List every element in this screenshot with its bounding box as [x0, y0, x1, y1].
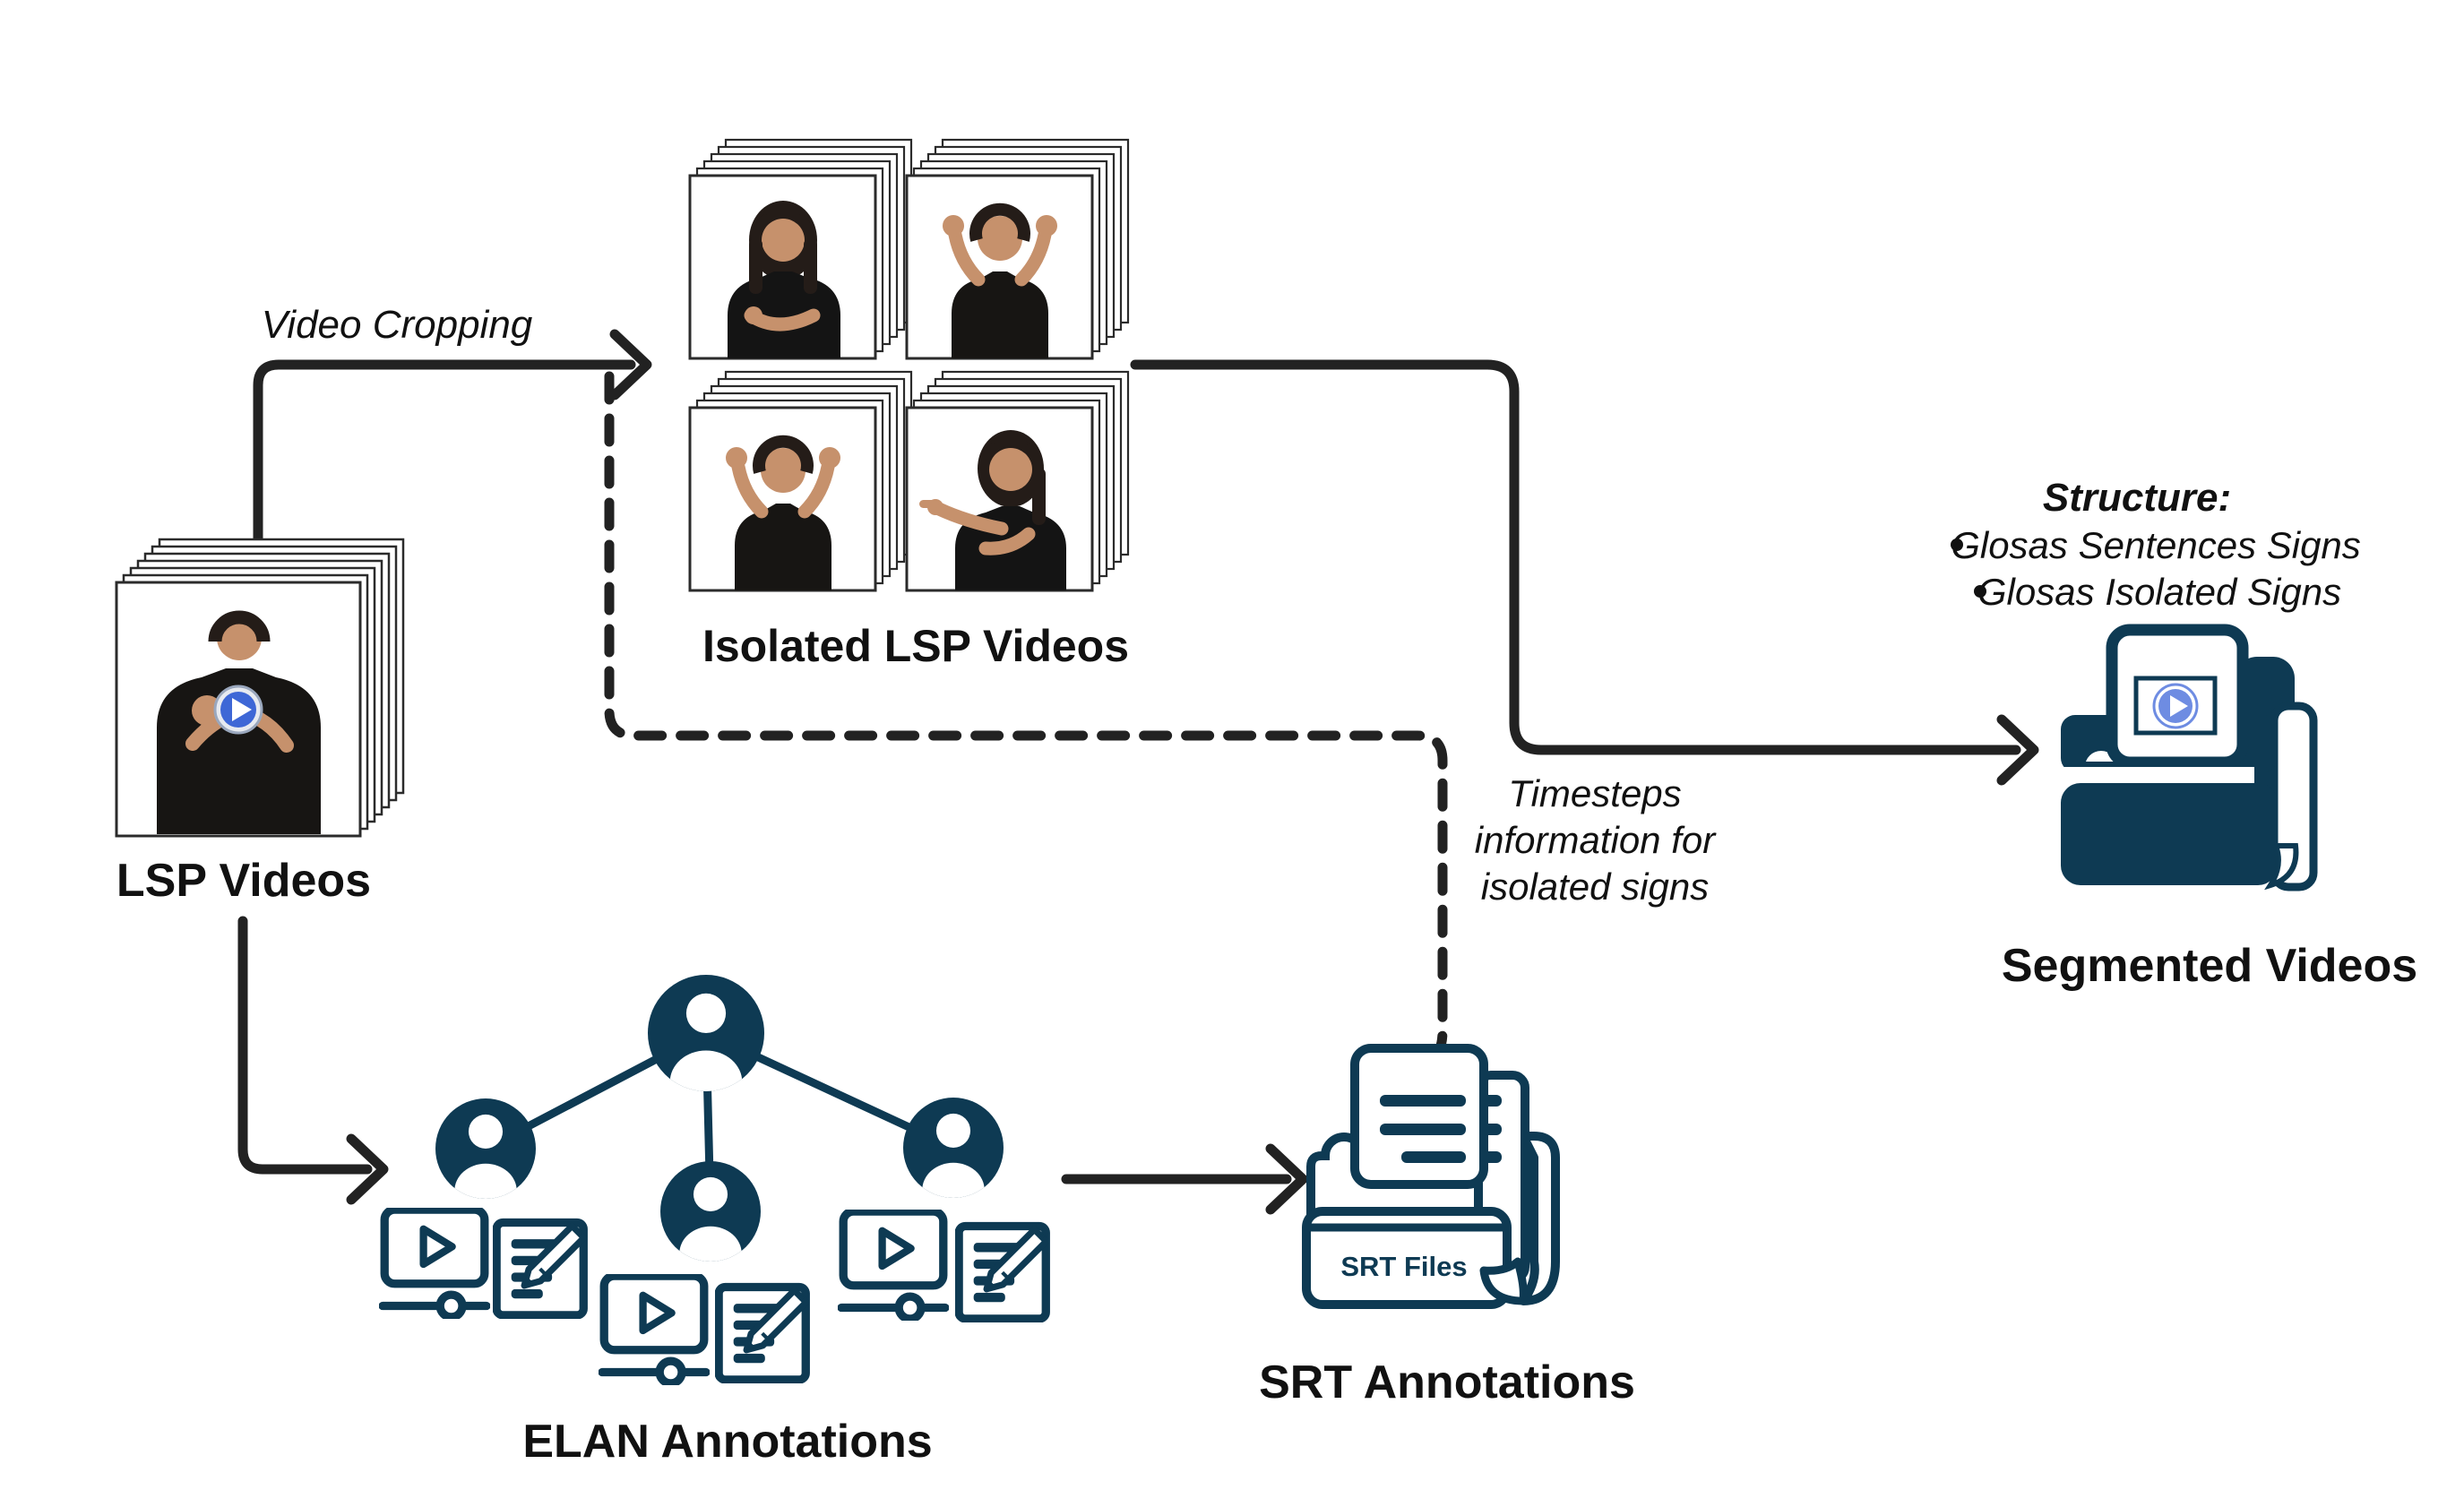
- elan-annotations-group: ELAN Annotations: [383, 975, 1047, 1468]
- text-line: [1380, 1095, 1466, 1107]
- timesteps-line1: Timesteps: [1508, 772, 1681, 814]
- isolated-lsp-videos-label: Isolated LSP Videos: [702, 621, 1129, 671]
- isolated-stack-bottom-left: [688, 370, 913, 592]
- isolated-stack-top-right: [905, 138, 1130, 360]
- document-edit-icon-right: [959, 1227, 1047, 1319]
- srt-annotations-label: SRT Annotations: [1259, 1357, 1635, 1408]
- lsp-videos-label: LSP Videos: [116, 855, 371, 907]
- text-line: [1380, 1124, 1466, 1135]
- page-curl: [2264, 843, 2299, 891]
- person-avatar-icon-center: [660, 1161, 761, 1280]
- timesteps-annotation: Timesteps information for isolated signs: [1475, 772, 1717, 908]
- structure-item-2: Glosas Isolated Signs: [1977, 571, 2341, 613]
- folder-front: [2061, 783, 2278, 885]
- isolated-lsp-videos-group: Isolated LSP Videos: [688, 138, 1130, 671]
- connector-arrows: [237, 329, 2039, 1215]
- elan-annotations-label: ELAN Annotations: [522, 1416, 932, 1468]
- signer-man-arms-up: [726, 435, 840, 590]
- lsp-videos-stack: LSP Videos: [115, 538, 405, 907]
- play-button-icon: [213, 685, 263, 735]
- arrowhead-elan: [346, 1133, 389, 1205]
- srt-annotations-group: SRT Files SRT Annotations: [1259, 1044, 1635, 1408]
- structure-item-1: Glosas Sentences Signs: [1951, 524, 2361, 566]
- timesteps-line2: information for: [1475, 819, 1717, 861]
- arrow-isolated-to-segmented: [1130, 359, 2021, 755]
- front-document: [1350, 1044, 1488, 1189]
- segmented-videos-label: Segmented Videos: [2002, 940, 2417, 992]
- video-player-icon-center: [602, 1276, 706, 1383]
- structure-block: Structure: Glosas Sentences Signs Glosas…: [1951, 476, 2361, 613]
- text-line: [1401, 1151, 1466, 1163]
- signer-woman-pointing: [919, 430, 1066, 590]
- person-avatar-icon-left: [435, 1098, 536, 1218]
- bullet-dot: [1951, 538, 1963, 551]
- curled-page-icon: [1519, 1132, 1560, 1305]
- isolated-stack-bottom-right: [905, 370, 1130, 592]
- video-player-icon-right: [841, 1211, 945, 1319]
- timesteps-line3: isolated signs: [1481, 866, 1709, 908]
- signer-man-arms-up: [943, 202, 1057, 358]
- arrow-video-cropping: [253, 359, 636, 547]
- document-edit-icon-center: [719, 1288, 806, 1380]
- folder-band: [2061, 767, 2254, 785]
- video-player-icon-left: [383, 1210, 487, 1317]
- structure-title: Structure:: [2043, 476, 2231, 520]
- page-curl: [1479, 1257, 1528, 1305]
- signer-woman: [728, 201, 840, 358]
- document-edit-icon-left: [496, 1223, 584, 1315]
- arrowhead-srt: [1265, 1143, 1308, 1215]
- isolated-stack-top-left: [688, 138, 913, 360]
- bullet-dot: [1974, 585, 1986, 598]
- arrowhead-segmented: [1996, 714, 2039, 786]
- video-cropping-label: Video Cropping: [262, 303, 533, 347]
- arrow-lsp-to-elan: [237, 916, 373, 1175]
- play-button-icon: [2152, 683, 2199, 729]
- segmented-videos-group: Segmented Videos: [2002, 624, 2417, 992]
- folder-body: [1302, 1207, 1512, 1309]
- person-avatar-icon-right: [903, 1098, 1004, 1217]
- srt-files-label: SRT Files: [1340, 1251, 1467, 1282]
- arrowhead-video-cropping: [609, 329, 652, 400]
